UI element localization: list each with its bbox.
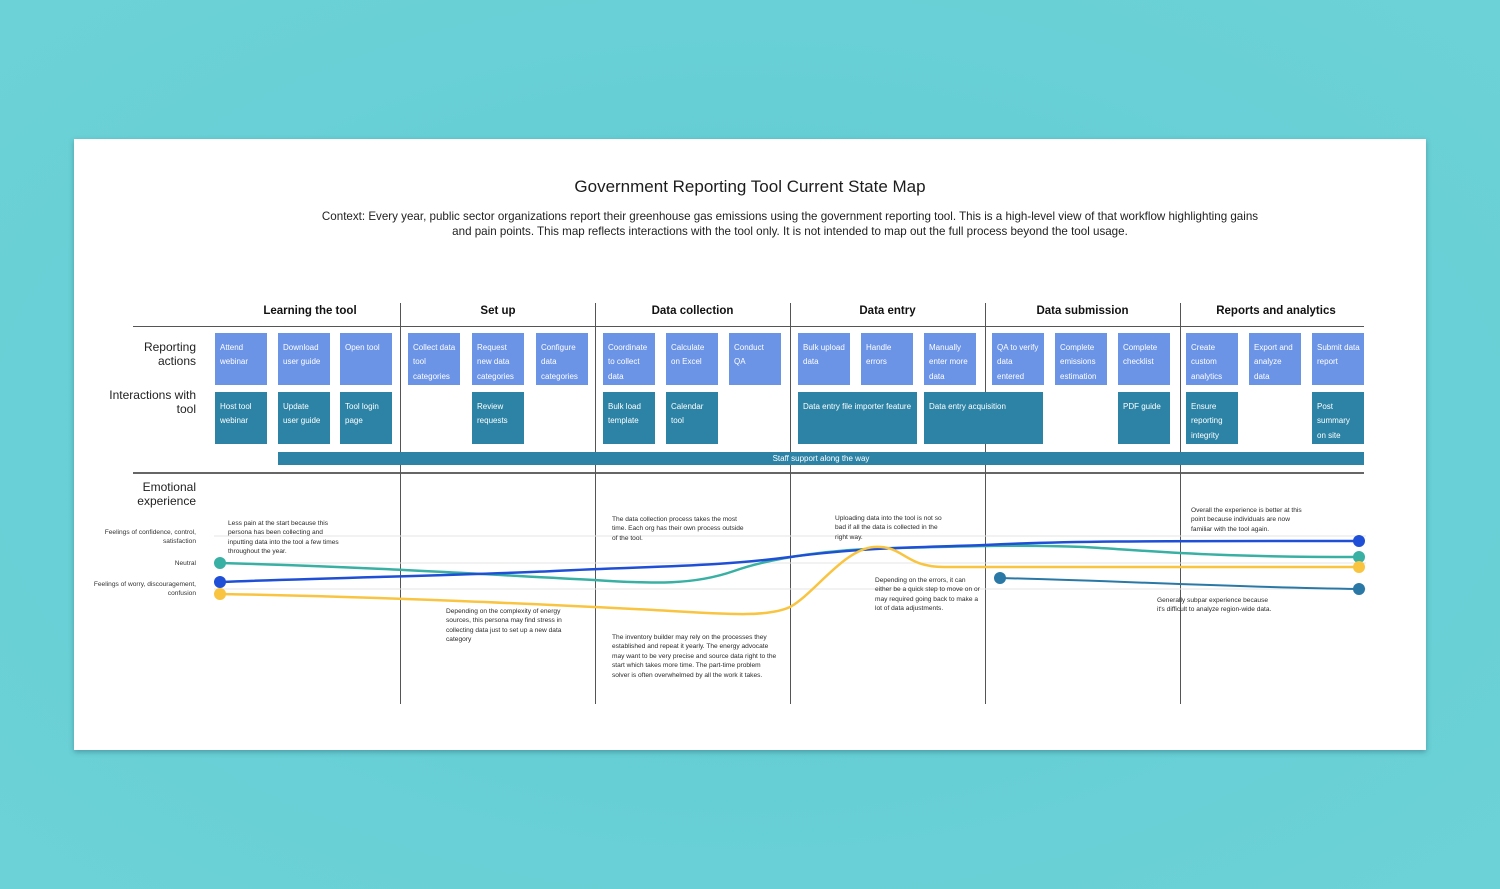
interaction-card[interactable]: Post summary on site [1312, 392, 1364, 444]
interaction-card[interactable]: Ensure reporting integrity [1186, 392, 1238, 444]
section-divider [133, 472, 1364, 474]
map-title: Government Reporting Tool Current State … [574, 177, 926, 196]
end-point-teal [1353, 551, 1365, 563]
phase-divider [985, 303, 986, 704]
action-card[interactable]: QA to verify data entered [992, 333, 1044, 385]
end-point-yellow [1353, 561, 1365, 573]
note-entry-top: Uploading data into the tool is not so b… [835, 515, 942, 541]
action-card[interactable]: Export and analyze data [1249, 333, 1301, 385]
interaction-card[interactable]: Review requests [472, 392, 524, 444]
interaction-card[interactable]: Calendar tool [666, 392, 718, 444]
action-card[interactable]: Calculate on Excel [666, 333, 718, 385]
phase-set-up: Set up [480, 305, 516, 317]
phase-divider [595, 303, 596, 704]
end-point-steel-blue [1353, 583, 1365, 595]
action-card[interactable]: Configure data categories [536, 333, 588, 385]
action-card[interactable]: Conduct QA [729, 333, 781, 385]
emotion-negative-label: Feelings of worry, discouragement, confu… [93, 581, 196, 597]
curve-steel-blue [999, 577, 1359, 590]
phase-divider [400, 303, 401, 704]
curve-dark-blue [219, 539, 1359, 584]
phase-learning-the-tool: Learning the tool [263, 305, 357, 317]
note-reports-bottom: Generally subpar experience because it's… [1157, 597, 1272, 614]
note-setup: Depending on the complexity of energy so… [446, 608, 562, 644]
phase-data-submission: Data submission [1036, 305, 1129, 317]
phase-divider [790, 303, 791, 704]
action-card[interactable]: Open tool [340, 333, 392, 385]
phase-divider [1180, 303, 1181, 704]
interaction-card[interactable]: Data entry acquisition [924, 392, 1043, 444]
phase-reports-and-analytics: Reports and analytics [1216, 305, 1336, 317]
action-card[interactable]: Coordinate to collect data [603, 333, 655, 385]
start-point-teal [214, 557, 226, 569]
emotion-curves [214, 535, 1366, 616]
action-card[interactable]: Request new data categories [472, 333, 524, 385]
start-point-yellow [214, 588, 226, 600]
note-entry-bottom: Depending on the errors, it can either b… [875, 577, 980, 613]
action-card[interactable]: Complete checklist [1118, 333, 1170, 385]
action-card[interactable]: Bulk upload data [798, 333, 850, 385]
action-card[interactable]: Complete emissions estimation [1055, 333, 1107, 385]
row-label-reporting-actions: Reporting actions [143, 340, 196, 368]
emotion-positive-label: Feelings of confidence, control, satisfa… [104, 529, 196, 545]
curve-yellow [219, 545, 1358, 616]
action-card[interactable]: Manually enter more data [924, 333, 976, 385]
end-point-dark-blue [1353, 535, 1365, 547]
row-label-emotional-experience: Emotional experience [137, 480, 196, 508]
header-divider [133, 326, 1364, 327]
action-card[interactable]: Collect data tool categories [408, 333, 460, 385]
action-card[interactable]: Submit data report [1312, 333, 1364, 385]
journey-map-card: Government Reporting Tool Current State … [74, 139, 1426, 750]
interaction-card[interactable]: PDF guide [1118, 392, 1170, 444]
note-collection-bottom: The inventory builder may rely on the pr… [612, 634, 777, 679]
interaction-card[interactable]: Data entry file importer feature [798, 392, 917, 444]
context-text: Context: Every year, public sector organ… [321, 210, 1259, 238]
start-point-steel-blue [994, 572, 1006, 584]
note-reports-top: Overall the experience is better at this… [1191, 507, 1302, 533]
start-point-dark-blue [214, 576, 226, 588]
interaction-card[interactable]: Tool login page [340, 392, 392, 444]
note-learning: Less pain at the start because this pers… [228, 520, 339, 556]
action-card[interactable]: Handle errors [861, 333, 913, 385]
note-collection-top: The data collection process takes the mo… [612, 516, 744, 542]
interaction-card[interactable]: Bulk load template [603, 392, 655, 444]
emotion-neutral-label: Neutral [174, 560, 196, 567]
interaction-card[interactable]: Host tool webinar [215, 392, 267, 444]
interaction-card[interactable]: Update user guide [278, 392, 330, 444]
action-card[interactable]: Create custom analytics [1186, 333, 1238, 385]
action-card[interactable]: Attend webinar [215, 333, 267, 385]
staff-support-bar: Staff support along the way [278, 452, 1364, 465]
phase-data-collection: Data collection [651, 305, 734, 317]
phase-data-entry: Data entry [859, 305, 916, 317]
action-card[interactable]: Download user guide [278, 333, 330, 385]
row-label-interactions: Interactions with tool [109, 388, 196, 416]
